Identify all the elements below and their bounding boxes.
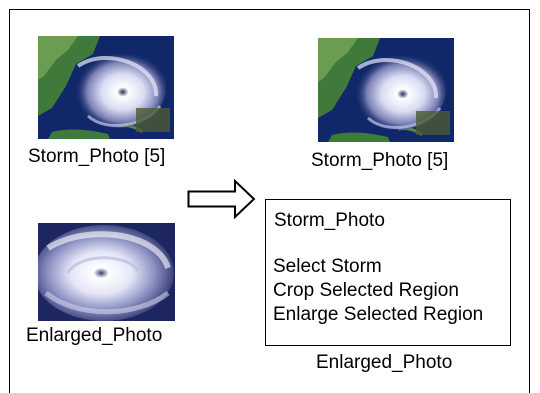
frame-top-border (9, 9, 530, 10)
storm-photo-thumbnail-right (318, 38, 454, 142)
node-title: Storm_Photo (274, 210, 385, 231)
node-caption: Enlarged_Photo (316, 352, 453, 373)
operation-item-crop-selected-region: Crop Selected Region (273, 280, 459, 301)
hollow-right-arrow-icon (187, 179, 256, 219)
operation-list: Select Storm Crop Selected Region Enlarg… (273, 255, 483, 327)
operation-item-enlarge-selected-region: Enlarge Selected Region (273, 304, 484, 325)
frame-left-border (9, 9, 10, 393)
operation-node-box: Storm_Photo Select Storm Crop Selected R… (265, 199, 511, 346)
frame-right-border (529, 9, 530, 393)
storm-photo-thumbnail-left (38, 36, 174, 139)
storm-photo-caption-right: Storm_Photo [5] (311, 150, 449, 171)
storm-photo-caption-left: Storm_Photo [5] (28, 146, 166, 167)
enlarged-photo-thumbnail (38, 223, 175, 321)
enlarged-photo-caption-left: Enlarged_Photo (26, 325, 163, 346)
operation-item-select-storm: Select Storm (273, 256, 382, 277)
